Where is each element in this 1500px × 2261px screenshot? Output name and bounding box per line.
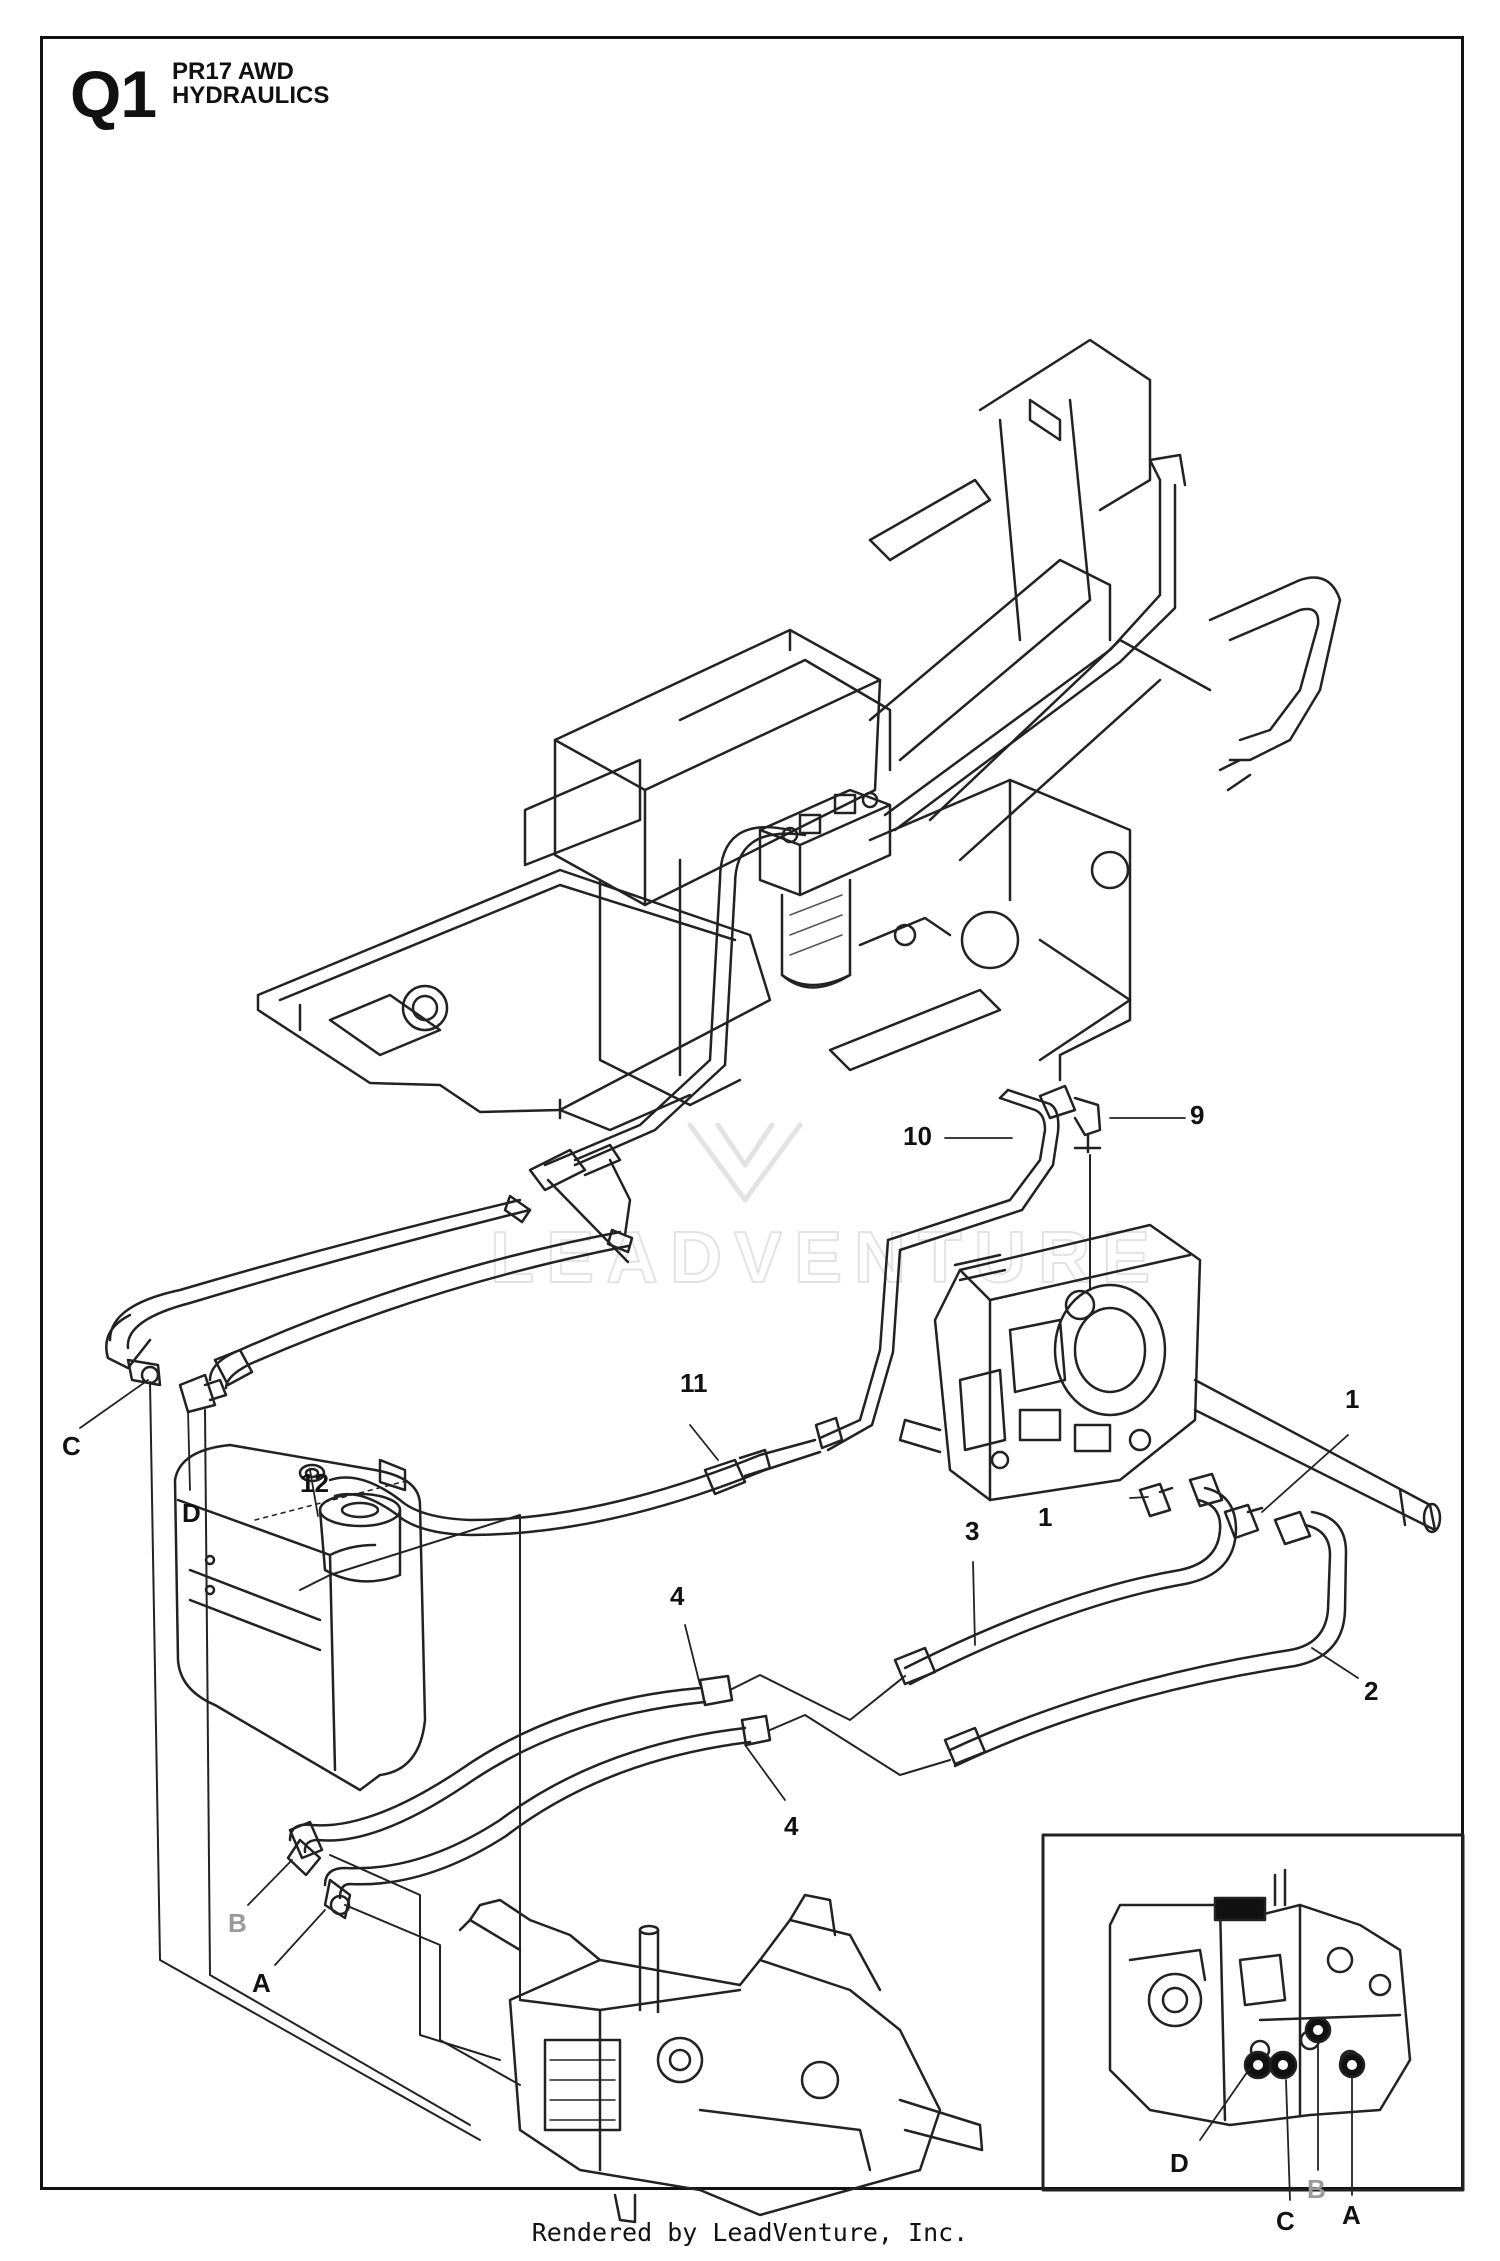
callout-c: C [62, 1431, 81, 1461]
front-transmission [898, 1223, 1442, 1534]
hose-11 [328, 1438, 822, 1537]
inset-port-d [1243, 2050, 1273, 2080]
inset-callout-d: D [1170, 2148, 1189, 2178]
routing-lines-left [149, 1381, 521, 2141]
callout-3: 3 [965, 1516, 979, 1546]
fitting-a [323, 1878, 352, 1920]
fitting-1-upper [1223, 1503, 1264, 1540]
inset-frame [1041, 1833, 1465, 2192]
inset-callout-a: A [1342, 2200, 1361, 2230]
callout-12: 12 [300, 1468, 329, 1498]
callout-11: 11 [680, 1368, 708, 1398]
hose-upper-right [208, 1228, 634, 1390]
inset-port-a [1338, 2051, 1366, 2079]
callout-9: 9 [1190, 1100, 1204, 1130]
tractor-frame [256, 338, 1342, 1132]
tube-10 [814, 1088, 1060, 1452]
footer-credit: Rendered by LeadVenture, Inc. [531, 2218, 969, 2247]
fitting-d [178, 1373, 228, 1414]
control-valve [758, 788, 892, 897]
callout-a: A [252, 1968, 271, 1998]
hydraulic-filter [780, 878, 852, 989]
callout-1-upper: 1 [1345, 1384, 1359, 1414]
callout-1-lower: 1 [1038, 1502, 1052, 1532]
hose-3 [893, 1472, 1238, 1686]
fitting-b [286, 1838, 322, 1877]
section-id: Q1 [70, 57, 157, 131]
hose-2 [943, 1510, 1348, 1768]
diagram-frame [40, 36, 1464, 2190]
leader-lines [79, 1117, 1359, 2201]
routing-lines-right [329, 1674, 951, 2086]
title-model: PR17 AWD [172, 58, 294, 85]
hose-4-lower [323, 1714, 772, 1900]
rear-transmission [458, 1893, 984, 2224]
inset-port-b [1304, 2016, 1332, 2044]
inset-port-c [1268, 2050, 1298, 2080]
title-system: HYDRAULICS [172, 82, 330, 109]
callout-10: 10 [903, 1121, 932, 1151]
fitting-1-lower [1138, 1482, 1174, 1518]
callout-4-lower: 4 [784, 1811, 799, 1841]
valve-lines [543, 453, 1187, 1167]
inset-callout-b: B [1307, 2174, 1326, 2204]
hose-4-upper [288, 1674, 734, 1860]
reservoir-fill-line [254, 1479, 411, 1521]
hose-upper-left [105, 1194, 532, 1370]
callout-b: B [228, 1908, 247, 1938]
elbow-fitting-9 [1038, 1084, 1102, 1154]
callout-4-upper: 4 [670, 1581, 685, 1611]
oil-reservoir [173, 1443, 427, 1792]
watermark-text: LEADVENTURE [490, 1218, 1162, 1298]
callout-d: D [182, 1498, 201, 1528]
watermark-logo [687, 1122, 803, 1203]
callout-2: 2 [1364, 1676, 1378, 1706]
inset-transmission [1108, 1868, 1412, 2127]
inset-callout-c: C [1276, 2206, 1295, 2236]
